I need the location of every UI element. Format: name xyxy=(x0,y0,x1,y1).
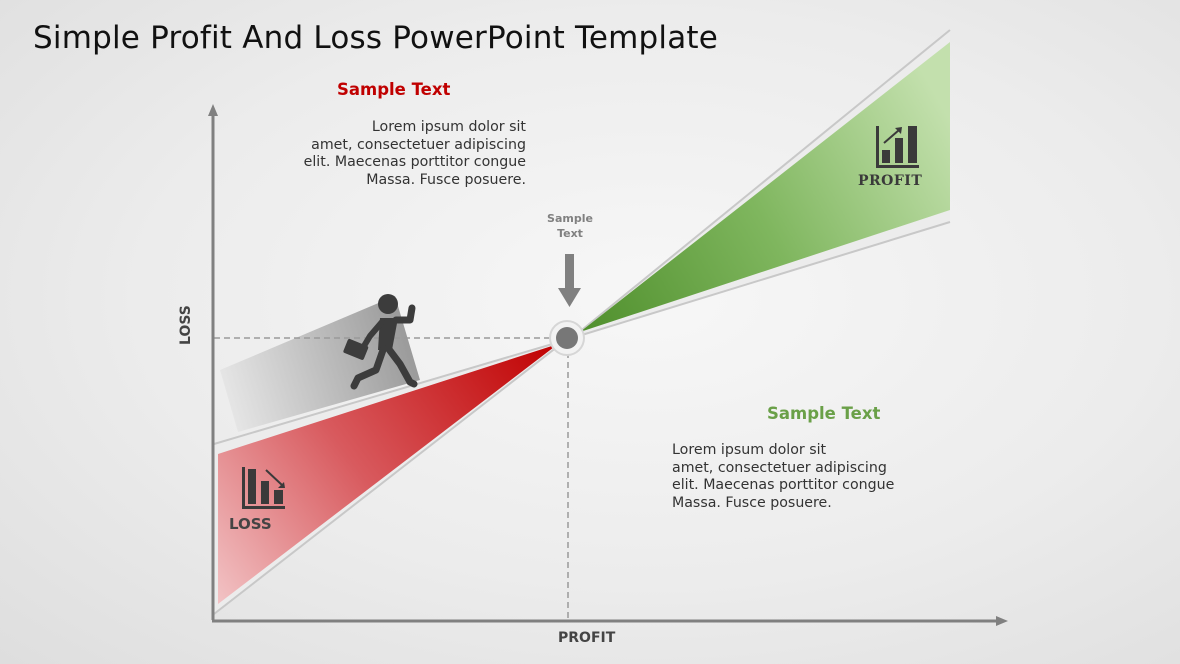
text-line: Massa. Fusce posuere. xyxy=(366,171,526,188)
x-axis-label: PROFIT xyxy=(558,630,616,646)
bar-chart-up-icon xyxy=(876,126,919,168)
y-axis-label: LOSS xyxy=(178,305,194,345)
loss-wedge-label: LOSS xyxy=(229,515,272,533)
running-businessman-icon xyxy=(343,294,418,390)
top-paragraph: Lorem ipsum dolor sit amet, consectetuer… xyxy=(260,119,526,189)
text-line: amet, consectetuer adipiscing xyxy=(311,136,526,153)
x-axis xyxy=(212,616,1008,626)
slide-title: Simple Profit And Loss PowerPoint Templa… xyxy=(33,20,719,56)
profit-wedge-label: PROFIT xyxy=(858,173,923,189)
callout-label: Sample Text xyxy=(530,211,610,241)
bar-chart-down-icon xyxy=(242,467,285,509)
bottom-heading: Sample Text xyxy=(767,404,881,423)
profit-wedge xyxy=(571,29,951,339)
break-even-node xyxy=(549,320,585,356)
motion-shadow xyxy=(220,296,420,432)
bottom-paragraph: Lorem ipsum dolor sit amet, consectetuer… xyxy=(672,442,932,512)
arrow-down-icon xyxy=(558,254,581,307)
text-line: Lorem ipsum dolor sit xyxy=(371,119,526,135)
text-line: amet, consectetuer adipiscing xyxy=(672,459,887,476)
callout-line: Text xyxy=(557,227,583,240)
text-line: elit. Maecenas porttitor congue xyxy=(672,477,895,493)
text-line: Massa. Fusce posuere. xyxy=(672,494,832,511)
text-line: Lorem ipsum dolor sit xyxy=(672,442,827,458)
top-heading: Sample Text xyxy=(337,80,451,99)
text-line: elit. Maecenas porttitor congue xyxy=(303,154,526,170)
y-axis xyxy=(208,104,218,620)
loss-wedge xyxy=(213,339,567,615)
callout-line: Sample xyxy=(547,212,593,225)
